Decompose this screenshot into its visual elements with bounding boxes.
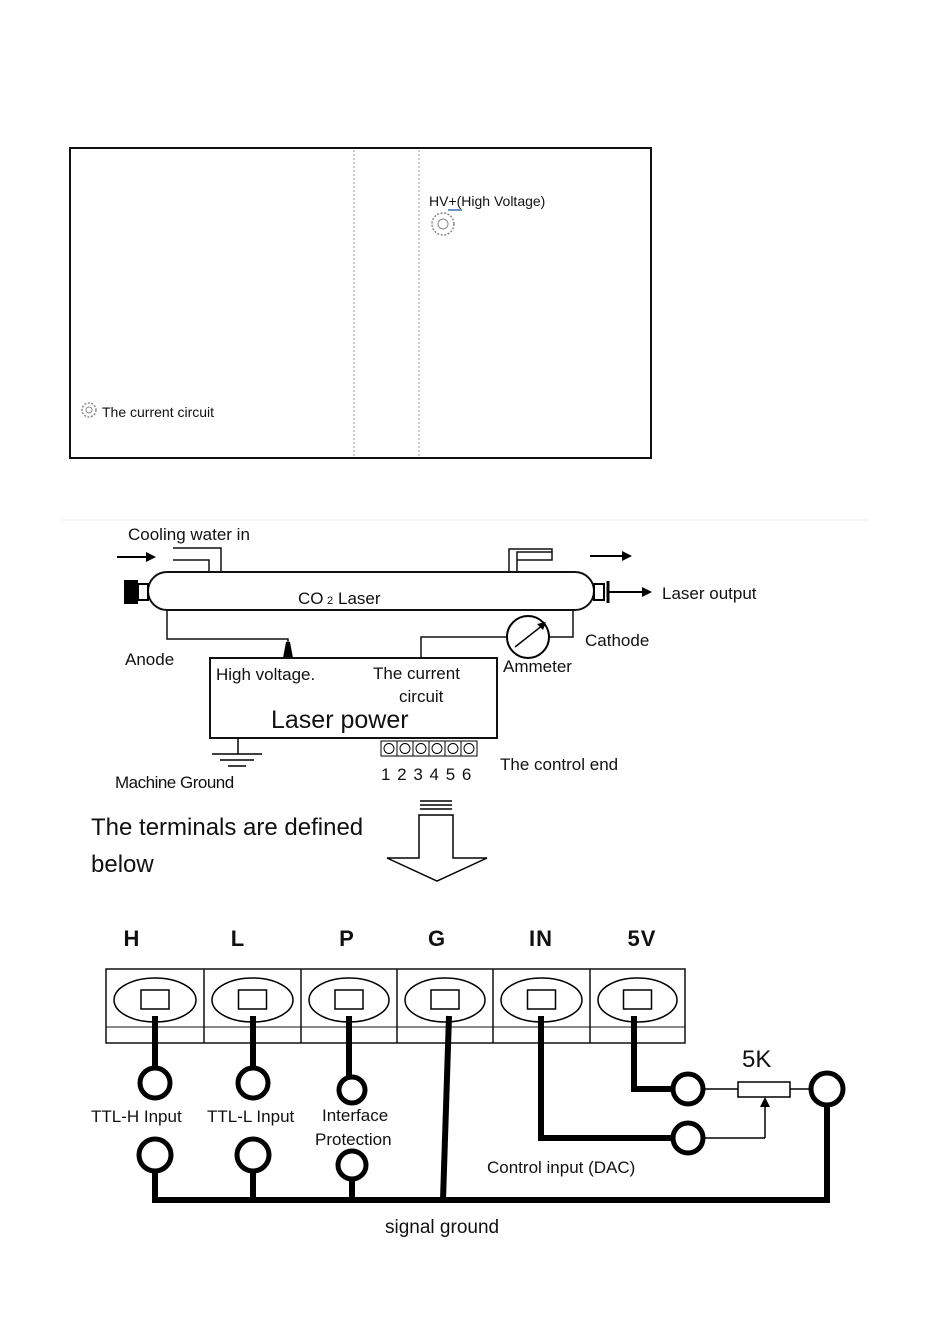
terminal-slot-l [237, 989, 268, 1010]
ring-in [670, 1120, 706, 1156]
machine-ground-label: Machine Ground [115, 773, 234, 792]
current-circuit-label: The current circuit [102, 404, 214, 420]
terminal-slot-g [430, 989, 460, 1010]
hv-terminal-post [283, 642, 293, 658]
cathode-wire [420, 610, 574, 658]
control-terminal-screw-4 [431, 743, 443, 754]
control-terminal-screw-6 [463, 743, 475, 754]
control-input-label: Control input (DAC) [487, 1158, 635, 1177]
laser-word: Laser [338, 589, 381, 608]
control-terminal-screw-5 [447, 743, 459, 754]
ring-h-bottom [136, 1136, 174, 1174]
terminal-cells [113, 969, 678, 1043]
top-panel: HV+(High Voltage) The current circuit [69, 147, 652, 459]
terminal-slot-h [140, 989, 170, 1010]
terminal-letter-in: IN [529, 926, 553, 951]
signal-ground-bus [152, 1107, 830, 1203]
ring-l-top [235, 1065, 271, 1101]
wire-g [440, 1015, 452, 1201]
control-terminal-screw-1 [383, 743, 395, 754]
cathode-label: Cathode [585, 631, 649, 650]
ttl-h-label: TTL-H Input [91, 1107, 182, 1126]
terminal-definitions: H L P G IN 5V 5K [91, 926, 846, 1238]
inlet-pipe [173, 547, 222, 572]
outlet-arrow-icon [590, 551, 632, 561]
laser-tube-section: Cooling water in Laser output CO 2 [117, 525, 757, 676]
current-circuit-line2: circuit [399, 687, 444, 706]
terminals-heading-section: The terminals are defined below [91, 800, 488, 882]
terminal-letter-l: L [231, 926, 245, 951]
laser-output-arrow-icon [608, 587, 652, 597]
inlet-arrow-icon [117, 552, 156, 562]
wire-in [538, 1016, 674, 1141]
ttl-l-label: TTL-L Input [207, 1107, 295, 1126]
wire-5v [631, 1016, 674, 1092]
terminal-letter-g: G [428, 926, 446, 951]
current-terminal-icon [81, 402, 97, 418]
outlet-pipe [508, 551, 552, 573]
terminal-slot-p [334, 989, 364, 1010]
laser-output-label: Laser output [662, 584, 757, 603]
ring-p-bottom [335, 1148, 369, 1182]
interface-line1: Interface [322, 1106, 388, 1125]
co2-label: CO [298, 589, 324, 608]
laser-power-section: High voltage. The current circuit Laser … [115, 657, 618, 792]
ring-pot-end [808, 1070, 846, 1108]
terminal-strip [105, 968, 686, 1044]
ammeter-icon [506, 615, 550, 659]
ring-5v [670, 1071, 706, 1107]
top-panel-frame [69, 147, 652, 459]
cooling-water-label: Cooling water in [128, 525, 250, 544]
heading-line1: The terminals are defined [91, 814, 363, 841]
control-terminal-block [380, 740, 478, 757]
ammeter-label: Ammeter [503, 657, 572, 676]
hv-terminal-icon [431, 212, 455, 236]
anode-label: Anode [125, 650, 174, 669]
high-voltage-label: High voltage. [216, 665, 315, 684]
ring-l-bottom [234, 1136, 272, 1174]
interface-line2: Protection [315, 1130, 392, 1149]
terminal-slot-5v [622, 989, 653, 1010]
heading-line2: below [91, 851, 154, 878]
control-terminal-screw-3 [415, 743, 427, 754]
anode-cap-icon [124, 580, 138, 604]
laser-power-box [209, 657, 498, 739]
machine-ground-icon [212, 738, 262, 767]
terminal-letter-row: H L P G IN 5V [124, 926, 657, 951]
co2-subscript: 2 [327, 595, 333, 607]
pot-value-label: 5K [742, 1046, 771, 1073]
terminal-letter-5v: 5V [628, 926, 657, 951]
anode-cap-ring [137, 583, 149, 601]
terminal-letter-h: H [124, 926, 141, 951]
current-circuit-line1: The current [373, 664, 460, 683]
potentiometer-icon [702, 1081, 810, 1139]
terminal-slot-in [526, 989, 557, 1010]
laser-power-title: Laser power [271, 706, 409, 734]
control-end-label: The control end [500, 755, 618, 774]
output-cap-ring [593, 583, 605, 601]
down-arrow-icon [386, 800, 488, 882]
ring-p-top [336, 1074, 368, 1106]
terminal-letter-p: P [339, 926, 355, 951]
ring-h-top [137, 1065, 173, 1101]
hv-label: HV+(High Voltage) [429, 193, 545, 209]
outlet-pipe-top [508, 548, 553, 561]
control-terminal-screw-2 [399, 743, 411, 754]
signal-ground-label: signal ground [385, 1217, 499, 1238]
terminal-numbers: 1 2 3 4 5 6 [381, 765, 472, 784]
anode-wire [166, 610, 289, 648]
